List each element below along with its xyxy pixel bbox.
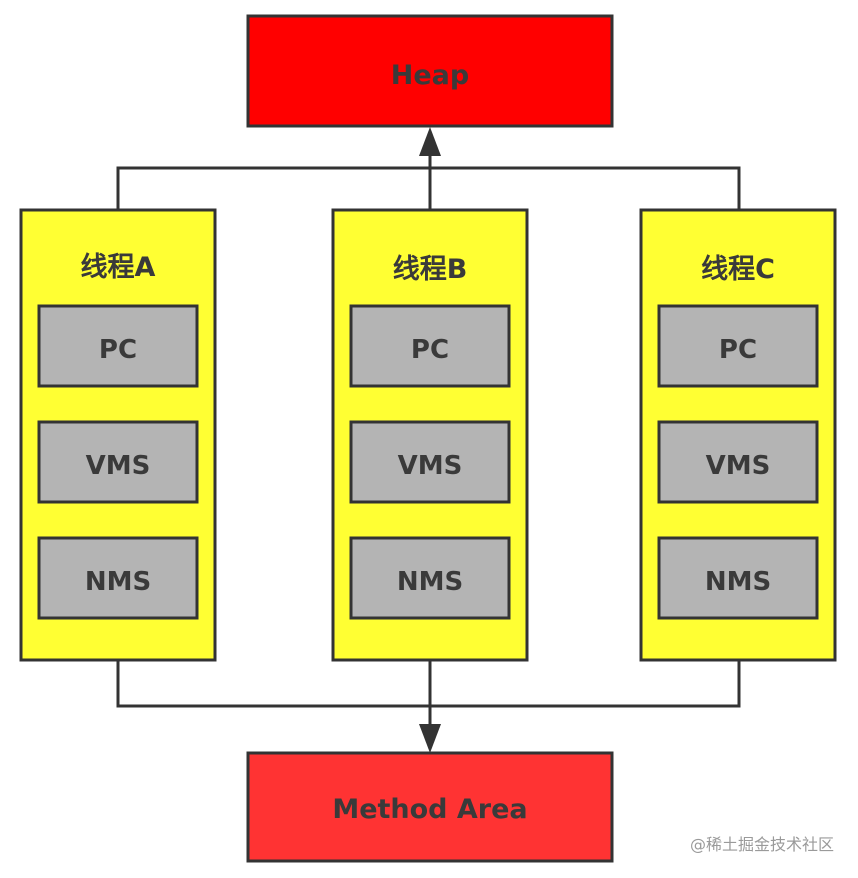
connectors [116, 150, 741, 730]
frame-label: NMS [397, 567, 463, 597]
frame-label: VMS [86, 451, 151, 481]
method-area-label: Method Area [332, 794, 527, 825]
frame-pc: PC [349, 304, 511, 388]
frame-pc: PC [37, 304, 199, 388]
method-area-arrowhead [419, 724, 441, 753]
heap-box: Heap [246, 14, 614, 128]
frame-label: NMS [705, 567, 771, 597]
thread-c: 线程C PC VMS NMS [639, 208, 837, 662]
frame-label: PC [99, 335, 137, 365]
method-area-box: Method Area [246, 751, 614, 863]
frame-pc: PC [657, 304, 819, 388]
heap-arrowhead [419, 127, 441, 156]
frame-label: NMS [85, 567, 151, 597]
frame-vms: VMS [657, 420, 819, 504]
frame-label: PC [719, 335, 757, 365]
frame-vms: VMS [37, 420, 199, 504]
frame-label: VMS [398, 451, 463, 481]
thread-a: 线程A PC VMS NMS [19, 208, 217, 662]
thread-b: 线程B PC VMS NMS [331, 208, 529, 662]
thread-title: 线程A [81, 252, 156, 283]
thread-title: 线程B [393, 254, 468, 285]
frame-vms: VMS [349, 420, 511, 504]
frame-nms: NMS [37, 536, 199, 620]
frame-label: VMS [706, 451, 771, 481]
frame-label: PC [411, 335, 449, 365]
watermark: @稀土掘金技术社区 [690, 835, 834, 854]
frame-nms: NMS [657, 536, 819, 620]
heap-label: Heap [391, 60, 469, 91]
frame-nms: NMS [349, 536, 511, 620]
thread-title: 线程C [701, 254, 775, 285]
